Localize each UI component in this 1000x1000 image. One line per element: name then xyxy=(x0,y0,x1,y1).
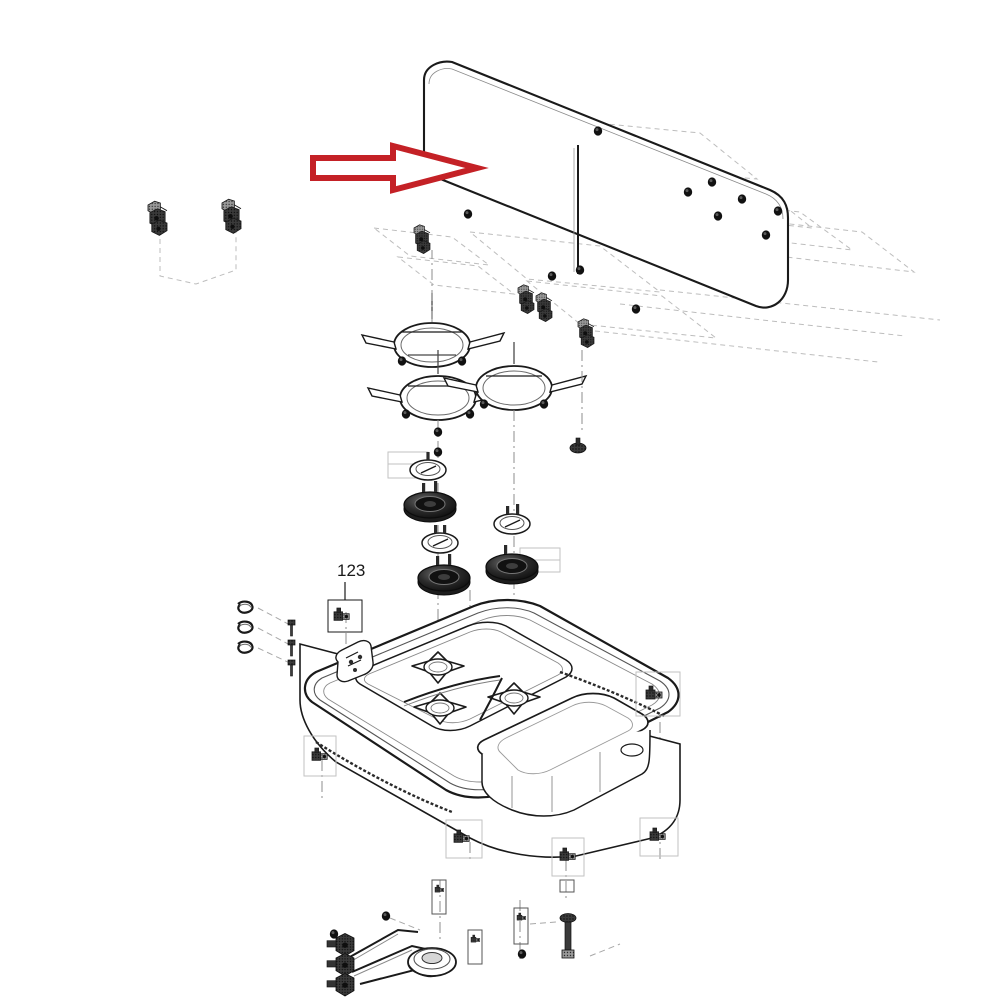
rim-bead xyxy=(315,670,665,814)
pan-support-ring xyxy=(360,293,506,368)
callout-box xyxy=(551,837,585,877)
gas-manifold-assembly xyxy=(326,911,621,997)
callout-box xyxy=(559,879,575,893)
grate-bar xyxy=(403,679,501,707)
hob-sink-body xyxy=(299,598,681,858)
gas-valve xyxy=(326,953,355,977)
part-number-text: 123 xyxy=(337,561,365,580)
grate-bar xyxy=(403,675,503,721)
callout-box xyxy=(513,907,529,945)
burner-cap xyxy=(485,545,539,585)
burner-diffuser xyxy=(409,452,447,481)
burner-cap-stack xyxy=(387,451,561,596)
callout-box xyxy=(635,671,681,717)
gas-valve xyxy=(326,933,355,957)
callout-box xyxy=(327,599,363,633)
spring-clip-group xyxy=(236,600,296,677)
burner-cap xyxy=(417,554,471,596)
callout-box xyxy=(303,735,337,777)
callout-box xyxy=(445,819,483,859)
injector-group xyxy=(433,427,587,457)
pan-support-ring-group xyxy=(360,293,588,421)
burner-body xyxy=(407,947,457,978)
callout-box-group xyxy=(303,671,681,965)
control-panel xyxy=(335,639,374,683)
burner-diffuser xyxy=(421,525,459,554)
part-number-label-123: 123 xyxy=(337,561,365,600)
callout-box xyxy=(467,929,483,965)
burner-crown xyxy=(413,692,467,725)
sink-bowl xyxy=(476,692,651,817)
injector-assembly xyxy=(559,913,577,959)
callout-box xyxy=(431,879,447,915)
burner-crown xyxy=(487,682,541,715)
red-highlight-arrow xyxy=(310,142,489,194)
burner-diffuser xyxy=(493,504,531,535)
hinge-assembly-guide xyxy=(159,228,237,285)
callout-box xyxy=(639,817,679,857)
burner-crown xyxy=(411,651,465,684)
gas-valve xyxy=(326,973,355,997)
burner-cap xyxy=(403,481,457,523)
